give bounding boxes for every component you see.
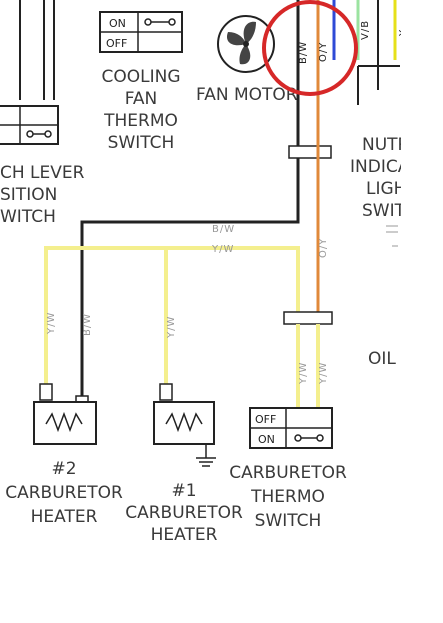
fan-blade (226, 32, 246, 46)
carb-heater-2: #2 CARBURETOR HEATER (5, 383, 123, 527)
state-off-label: OFF (255, 413, 276, 426)
fan-hub (243, 41, 249, 47)
state-on-label: ON (258, 433, 275, 446)
cooling-fan-thermo-switch: ON OFF COOLING FAN THERMO SWITCH (99, 11, 183, 153)
contact-icon (294, 434, 302, 442)
heater-body (153, 401, 215, 445)
heater1-label-line: #1 (171, 481, 196, 501)
contact-icon (316, 434, 324, 442)
yw-wire: Y/W Y/W Y/W (44, 244, 300, 400)
heater2-label-line: CARBURETOR (5, 483, 123, 503)
heater-resistor-icon (45, 411, 83, 433)
carb-thermo-label-line: SWITCH (255, 511, 322, 531)
neutral-label-line: NUTR (362, 135, 410, 155)
cooling-label-line: FAN (125, 89, 158, 109)
contact-icon (168, 18, 176, 26)
carb-thermo-label-line: CARBURETOR (229, 463, 347, 483)
bw-connector (288, 145, 332, 159)
wire-label-oy-top: O/Y (318, 42, 329, 62)
heater-pin (159, 383, 173, 401)
yw-wire-bus (44, 246, 300, 400)
wire-label-bw-left: B/W (82, 313, 93, 336)
cooling-label-line: THERMO (103, 111, 178, 131)
wire-label-yw-sw2: Y/W (318, 362, 329, 385)
bw-wire: B/W B/W B/W (80, 0, 332, 400)
carb-heater-1: #1 CARBURETOR HEATER (125, 383, 243, 545)
contact-icon (26, 130, 34, 138)
clutch-lever-switch: CH LEVER SITION WITCH (0, 0, 85, 227)
state-on-label: ON (109, 17, 126, 30)
wire-label-yw-left: Y/W (46, 312, 57, 335)
wire-label-vb: V/B (360, 20, 371, 40)
right-margin (402, 0, 443, 623)
neutral-label-line: LIGH (366, 179, 406, 199)
clutch-label-line: CH LEVER (0, 163, 85, 183)
oil-label: OIL I (368, 349, 406, 369)
heater-body (33, 401, 97, 445)
carb-thermo-switch: OFF ON CARBURETOR THERMO SWITCH (229, 407, 347, 531)
heater2-label-line: HEATER (31, 507, 98, 527)
wire-label-oy-mid: O/Y (318, 238, 329, 258)
neutral-label-line: SWIT (362, 201, 406, 221)
heater1-label-line: HEATER (151, 525, 218, 545)
contact-icon (144, 18, 152, 26)
wire-label-yw-mid: Y/W (211, 244, 234, 255)
contact-icon (44, 130, 52, 138)
fan-motor-label: FAN MOTOR (196, 85, 298, 105)
lower-connector-body (283, 311, 333, 325)
fan-blade (239, 44, 251, 65)
heater-resistor-icon (165, 411, 203, 433)
highlight-circle (262, 0, 358, 96)
clutch-label-line: WITCH (0, 207, 56, 227)
fan-motor: FAN MOTOR (196, 15, 298, 105)
bw-wire-main (80, 0, 300, 400)
neutral-label-line: INDICA (350, 157, 410, 177)
state-off-label: OFF (106, 37, 127, 50)
wire-label-bw-top: B/W (298, 41, 309, 64)
fan-blade (243, 21, 256, 44)
cooling-label-line: SWITCH (108, 133, 175, 153)
heater-pin (39, 383, 53, 401)
cooling-label-line: COOLING (101, 67, 180, 87)
lower-connector: Y/W Y/W (283, 311, 333, 408)
wire-label-bw-mid: B/W (212, 224, 235, 235)
neutral-indicator: NUTR INDICA LIGH SWIT (350, 135, 410, 247)
heater2-label-line: #2 (51, 459, 76, 479)
fan-motor-icon (217, 15, 275, 73)
heater1-label-line: CARBURETOR (125, 503, 243, 523)
oy-wire: O/Y O/Y (316, 0, 329, 322)
clutch-label-line: SITION (0, 185, 57, 205)
wire-label-yw-center: Y/W (166, 316, 177, 339)
wire-label-yw-sw1: Y/W (298, 362, 309, 385)
carb-thermo-label-line: THERMO (250, 487, 325, 507)
